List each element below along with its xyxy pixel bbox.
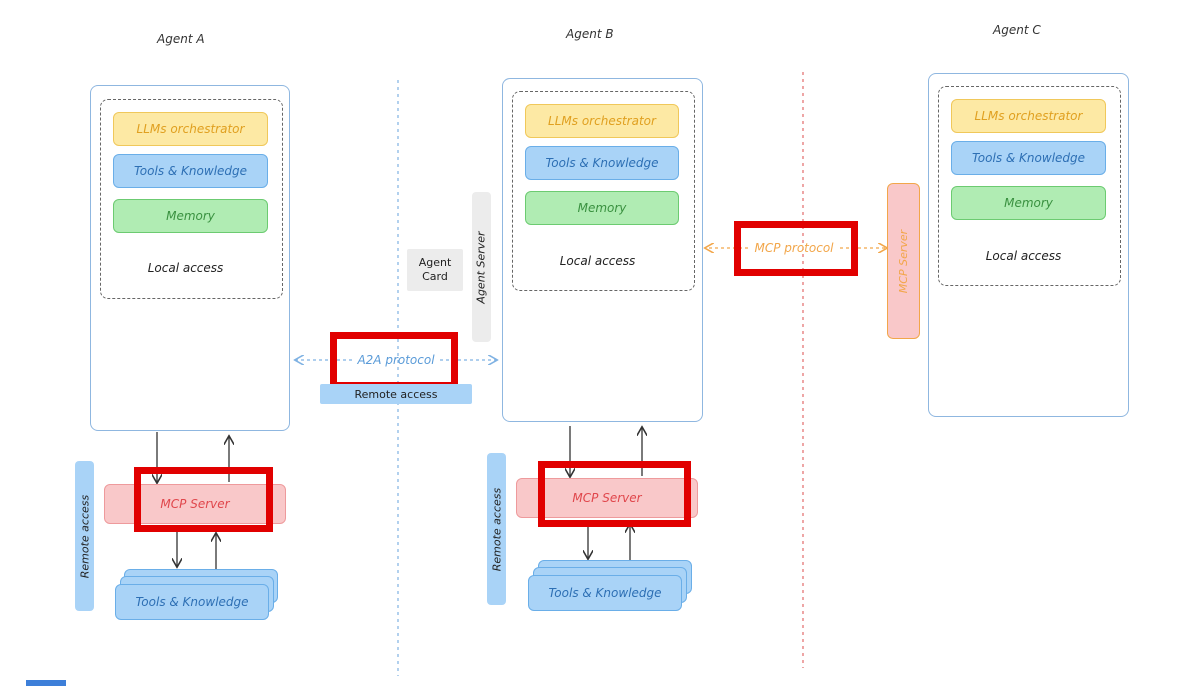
agent-a-orchestrator: LLMs orchestrator [113,112,268,146]
agent-c-title: Agent C [993,23,1041,37]
highlight-box [734,221,858,276]
agent-c-orchestrator: LLMs orchestrator [951,99,1106,133]
agent-b-local-stack [512,91,695,291]
remote-access-bar: Remote access [320,384,472,404]
agent-a-tools: Tools & Knowledge [113,154,268,188]
agent-b-remote-access: Remote access [487,453,506,605]
agent-a-title: Agent A [157,32,205,46]
agent-b-tools: Tools & Knowledge [525,146,679,180]
agent-b-title: Agent B [566,27,614,41]
agent-c-local-access: Local access [985,249,1062,263]
highlight-box [538,461,691,527]
a2a-protocol-label: A2A protocol [357,353,435,367]
agent-b-orchestrator: LLMs orchestrator [525,104,679,138]
agent-card: Agent Card [407,249,463,291]
agent-c-mcp-server-label: MCP Server [897,229,910,293]
agent-a-remote-tools: Tools & Knowledge [115,584,269,620]
agent-c-mcp-server: MCP Server [887,183,920,339]
agent-a-memory: Memory [113,199,268,233]
agent-a-remote-access: Remote access [75,461,94,611]
agent-b-remote-access-label: Remote access [490,487,503,571]
agent-server: Agent Server [472,192,491,342]
agent-server-label: Agent Server [475,230,489,304]
agent-a-remote-access-label: Remote access [78,494,91,578]
mcp-protocol-label: MCP protocol [754,241,834,255]
corner-mark [26,680,66,686]
agent-b-mcp-server: MCP Server [516,478,698,518]
agent-b-memory: Memory [525,191,679,225]
agent-b-local-access: Local access [559,254,636,268]
highlight-box [330,332,458,389]
agent-b-remote-tools: Tools & Knowledge [528,575,682,611]
agent-a-local-access: Local access [147,261,224,275]
agent-a-local-stack [100,99,283,299]
agent-c-memory: Memory [951,186,1106,220]
agent-c-tools: Tools & Knowledge [951,141,1106,175]
highlight-box [134,467,273,532]
agent-c-local-stack [938,86,1121,286]
